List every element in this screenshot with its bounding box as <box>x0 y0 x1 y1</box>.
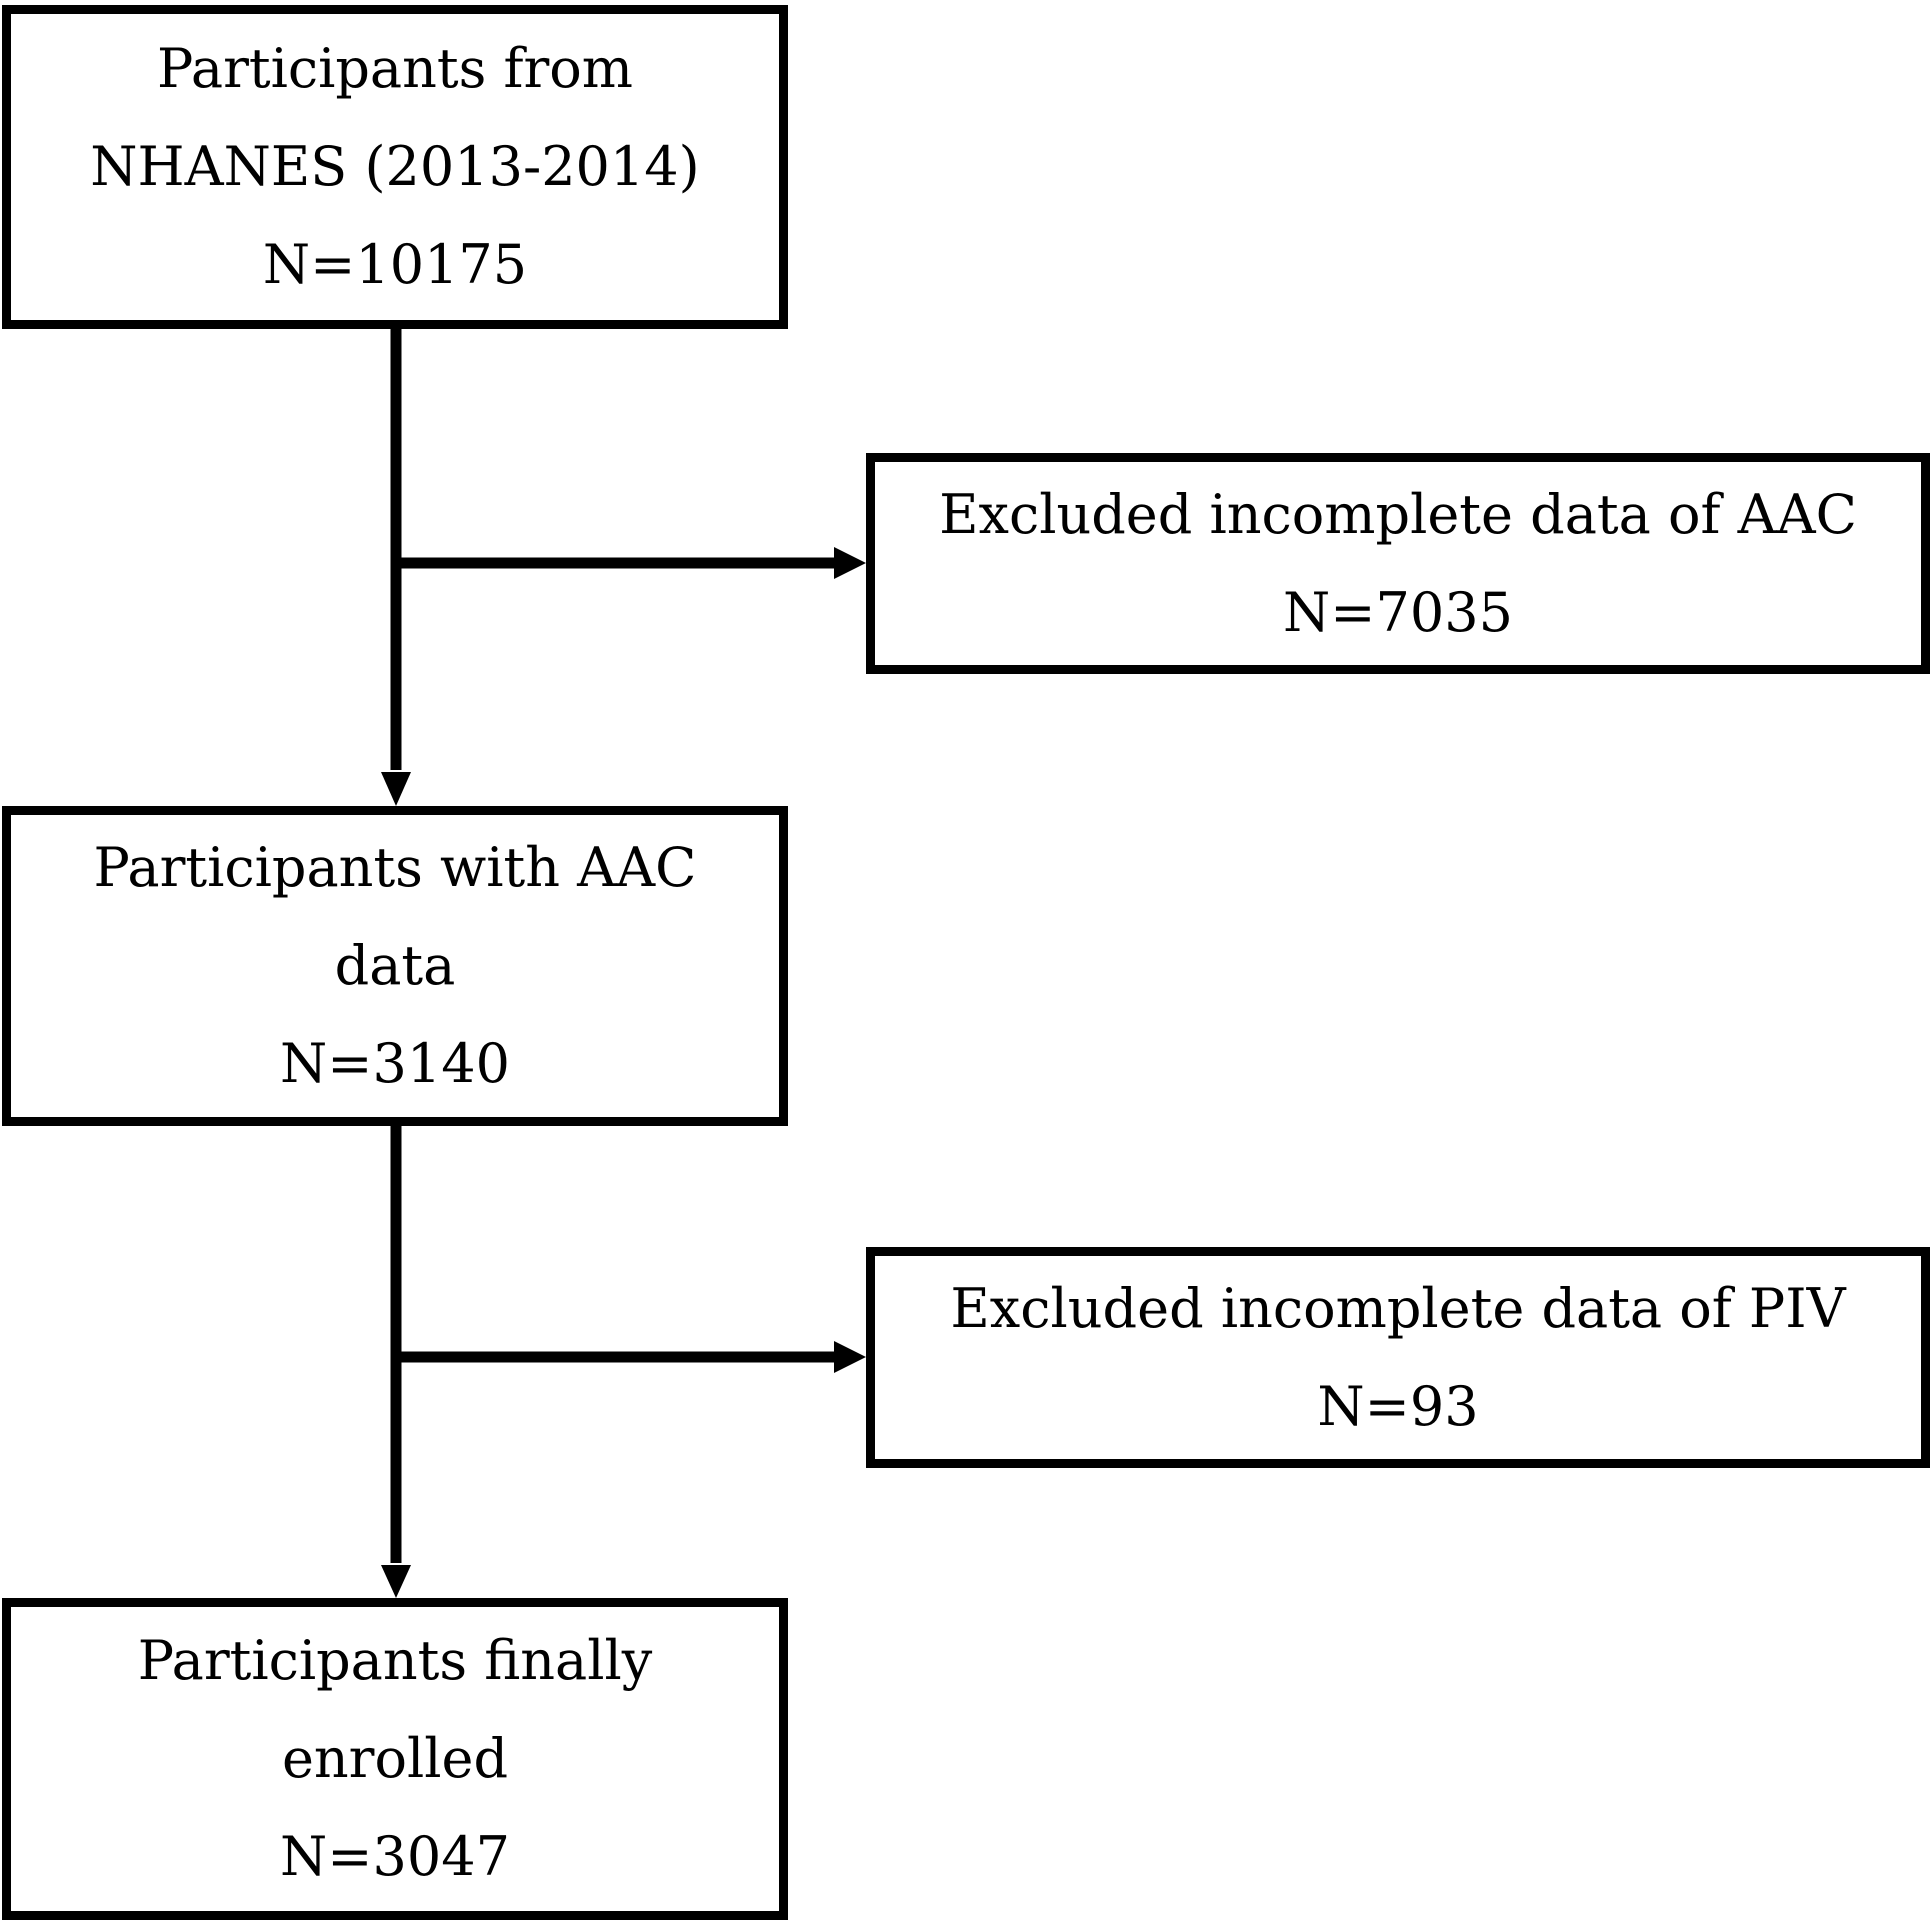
box-title-line: Participants from <box>156 37 634 100</box>
arrowhead-excluded-aac <box>834 547 866 579</box>
arrowhead-aac-to-final <box>381 1565 411 1598</box>
arrowhead-source-to-aac <box>381 772 411 806</box>
box-title-line: NHANES (2013-2014) <box>90 135 700 198</box>
box-count: N=10175 <box>262 233 528 296</box>
box-title-line: Participants with AAC <box>93 836 697 899</box>
box-participants-final: Participants finally enrolled N=3047 <box>2 1598 788 1920</box>
box-title-line: data <box>334 934 456 997</box>
box-count: N=7035 <box>1283 580 1513 644</box>
box-title-line: enrolled <box>281 1727 509 1790</box>
box-count: N=93 <box>1317 1374 1479 1438</box>
box-participants-with-aac: Participants with AAC data N=3140 <box>2 806 788 1126</box>
box-count: N=3140 <box>280 1032 510 1095</box>
box-excluded-aac: Excluded incomplete data of AAC N=7035 <box>866 453 1930 674</box>
arrowhead-excluded-piv <box>834 1341 866 1373</box>
box-participants-nhanes: Participants from NHANES (2013-2014) N=1… <box>2 5 788 329</box>
box-title-line: Participants finally <box>137 1629 653 1692</box>
box-title-line: Excluded incomplete data of PIV <box>950 1276 1846 1340</box>
box-title-line: Excluded incomplete data of AAC <box>939 482 1857 546</box>
box-excluded-piv: Excluded incomplete data of PIV N=93 <box>866 1247 1930 1468</box>
box-count: N=3047 <box>280 1825 510 1888</box>
